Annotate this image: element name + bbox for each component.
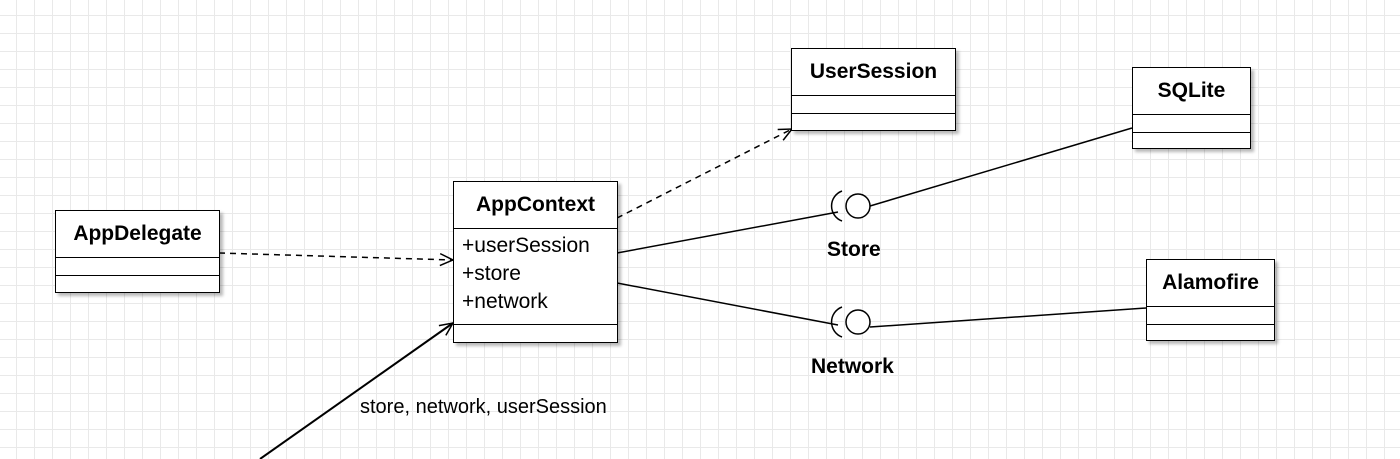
class-alamofire[interactable]: Alamofire [1146, 259, 1275, 341]
attribute-store: +store [462, 262, 521, 285]
class-app-delegate[interactable]: AppDelegate [55, 210, 220, 293]
dependency-appdelegate-appcontext [218, 252, 455, 267]
class-sqlite[interactable]: SQLite [1132, 67, 1251, 149]
store-socket [830, 190, 843, 222]
class-user-session[interactable]: UserSession [791, 48, 956, 131]
attribute-user-session: +userSession [462, 234, 590, 257]
network-lollipop [845, 309, 871, 335]
class-name: AppDelegate [56, 211, 219, 258]
line-store-sqlite [869, 127, 1133, 207]
line-appcontext-network [616, 282, 839, 326]
line-appcontext-store [616, 211, 839, 254]
line-network-alamofire [869, 307, 1147, 328]
association-incoming-appcontext [259, 321, 455, 459]
store-lollipop [845, 193, 871, 219]
interface-label-network: Network [811, 355, 894, 378]
class-name: Alamofire [1147, 260, 1274, 307]
class-attributes [1133, 115, 1250, 133]
class-attributes [1147, 307, 1274, 325]
dependency-appcontext-usersession [616, 128, 794, 219]
interface-label-store: Store [827, 238, 881, 261]
attribute-network: +network [462, 290, 548, 313]
network-socket [830, 306, 843, 338]
class-app-context[interactable]: AppContext +userSession +store +network [453, 181, 618, 343]
class-attributes [792, 96, 955, 114]
edge-label-incoming: store, network, userSession [360, 396, 607, 418]
class-attributes [56, 258, 219, 276]
class-attributes: +userSession +store +network [454, 229, 617, 325]
class-name: SQLite [1133, 68, 1250, 115]
class-name: AppContext [454, 182, 617, 229]
class-name: UserSession [792, 49, 955, 96]
